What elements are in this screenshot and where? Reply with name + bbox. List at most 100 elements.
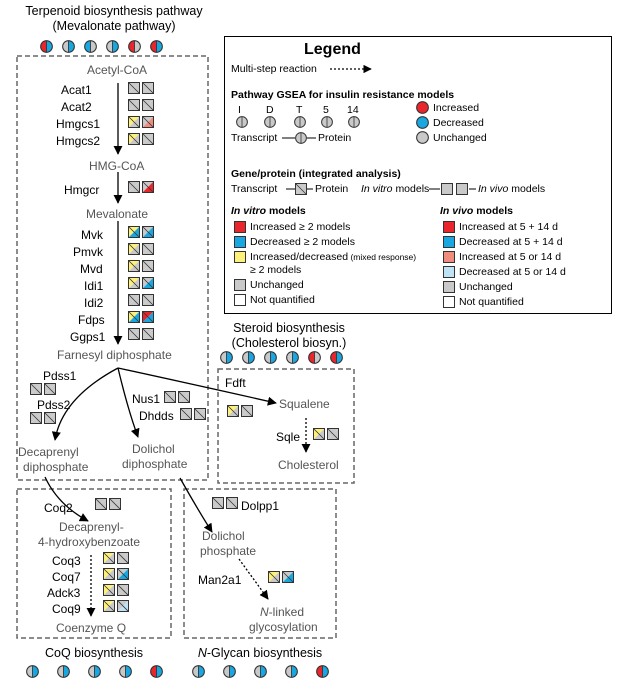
gene-invitro-glyph-acat1 [128,82,140,94]
gene-invivo-glyph-mvk [142,226,154,238]
legend-gsea-model-4: 5 [323,104,329,116]
gene-invitro-glyph-ggps1 [128,328,140,340]
legend-integrated-title: Gene/protein (integrated analysis) [231,168,401,180]
metabolite-cholesterol: Cholesterol [278,458,339,472]
metabolite-nlinked-1: N-linked [260,605,304,619]
metabolite-dolichol-p-2: phosphate [200,544,257,558]
legend-invivo-caption-italic: In vivo [478,183,509,195]
metabolite-dolichol-pp-1: Dolichol [132,442,175,456]
terpenoid-title-1: Terpenoid biosynthesis pathway [25,4,203,18]
legend-gsea-status-circle-3 [416,131,429,144]
gene-invivo-glyph-adck3 [117,584,129,596]
gene-invitro-glyph-adck3 [103,584,115,596]
gene-invitro-glyph-pmvk [128,243,140,255]
metabolite-hmg-coa: HMG-CoA [89,159,145,173]
legend-invivo-swatch-1 [443,221,455,233]
arrow-farnesyl-squalene [117,367,277,406]
gene-label-sqle: Sqle [276,430,301,444]
legend-gsea-example-circle-3 [294,116,306,128]
metabolite-acetyl-coa: Acetyl-CoA [87,63,148,77]
gene-label-coq3: Coq3 [52,554,81,568]
terpenoid-module-box [16,55,209,481]
gene-label-man2a1: Man2a1 [198,573,242,587]
legend-invitro-item-3: Increased/decreased (mixed response) [250,251,416,263]
legend-gsea-model-3: T [296,104,303,116]
legend-invitro-models-caption: In vitro models [361,183,429,195]
gene-invitro-glyph-idi2 [128,294,140,306]
gene-label-mvd: Mvd [80,262,103,276]
legend-invitro-item-1: Increased ≥ 2 models [250,221,350,233]
gene-label-dhdds: Dhdds [139,409,174,423]
legend-gsea-status-decreased: Decreased [433,117,484,129]
gene-invivo-glyph-coq2 [109,498,121,510]
legend-multistep-label: Multi-step reaction [231,63,317,75]
legend-gsea-status-unchanged: Unchanged [433,132,487,144]
gene-invitro-glyph-mvd [128,260,140,272]
coq-gsea-circle-2 [57,665,70,678]
legend-invitro-square [441,183,453,195]
terpenoid-gsea-circle-3 [84,40,97,53]
gene-label-coq2: Coq2 [44,501,73,515]
gene-label-pdss2: Pdss2 [37,398,71,412]
gene-invivo-glyph-coq3 [117,552,129,564]
legend-invitro-swatch-3 [234,251,246,263]
steroid-gsea-circle-2 [242,351,255,364]
nglycan-gsea-circle-4 [285,665,298,678]
legend-invitro-item-label2-3: ≥ 2 models [250,264,302,276]
gene-invitro-glyph-coq3 [103,552,115,564]
legend-gsea-title: Pathway GSEA for insulin resistance mode… [231,89,455,101]
gene-invivo-glyph-acat2 [142,99,154,111]
legend-invitro-title-italic: In vitro [231,205,267,217]
terpenoid-gsea-circle-6 [150,40,163,53]
legend-invivo-item-4: Decreased at 5 or 14 d [459,266,566,278]
gene-label-adck3: Adck3 [47,586,81,600]
gene-label-ggps1: Ggps1 [70,330,106,344]
legend-gsea-status-increased: Increased [433,102,480,114]
gene-invitro-glyph-nus1 [164,391,176,403]
gene-invivo-glyph-coq9 [117,600,129,612]
legend-invitro-item-4: Unchanged [250,279,304,291]
legend-gsea-caption-circle [295,132,307,144]
gene-invivo-glyph-hmgcs1 [142,116,154,128]
legend-invivo-square [456,183,468,195]
legend-gsea-protein: Protein [318,132,352,144]
steroid-module-box [217,368,355,484]
legend-invitro-item-label-1: Increased ≥ 2 models [250,221,351,233]
gene-invivo-glyph-dhdds [194,408,206,420]
legend-invivo-swatch-4 [443,266,455,278]
metabolite-farnesyl: Farnesyl diphosphate [57,348,172,362]
gene-invivo-glyph-coq7 [117,568,129,580]
arrow-farnesyl-decaprenyl [51,367,119,441]
legend-invivo-item-1: Increased at 5 + 14 d [459,221,558,233]
gene-invitro-glyph-hmgcs1 [128,116,140,128]
nlinked-italic: N [260,605,269,619]
legend-invivo-swatch-2 [443,236,455,248]
gene-invivo-glyph-acat1 [142,82,154,94]
arrow-dolichol-dolicholp [179,477,213,533]
gene-invivo-glyph-nus1 [178,391,190,403]
gene-invitro-glyph-pdss2 [30,412,42,424]
legend-gsea-status-circle-1 [416,101,429,114]
metabolite-squalene: Squalene [279,397,330,411]
metabolite-dolichol-p-1: Dolichol [202,529,245,543]
gene-invitro-glyph-dhdds [180,408,192,420]
metabolite-mevalonate: Mevalonate [86,207,149,221]
gene-label-hmgcr: Hmgcr [64,183,100,197]
steroid-gsea-circle-4 [286,351,299,364]
legend-gsea-example-circle-1 [236,116,248,128]
metabolite-dhb-1: Decaprenyl- [59,520,124,534]
legend-invivo-title-suffix: models [476,205,513,217]
legend-title: Legend [304,41,361,58]
gene-label-fdft: Fdft [225,376,246,390]
legend-invivo-models-caption: In vivo models [478,183,545,195]
legend-invitro-swatch-2 [234,236,246,248]
legend-integrated-protein: Protein [315,183,349,195]
legend-invitro-item-2: Decreased ≥ 2 models [250,236,355,248]
gene-invitro-glyph-acat2 [128,99,140,111]
gene-invivo-glyph-fdft [241,405,253,417]
gene-invivo-glyph-idi2 [142,294,154,306]
legend-invivo-item-2: Decreased at 5 + 14 d [459,236,563,248]
gene-label-pmvk: Pmvk [73,245,103,259]
steroid-gsea-circle-1 [220,351,233,364]
